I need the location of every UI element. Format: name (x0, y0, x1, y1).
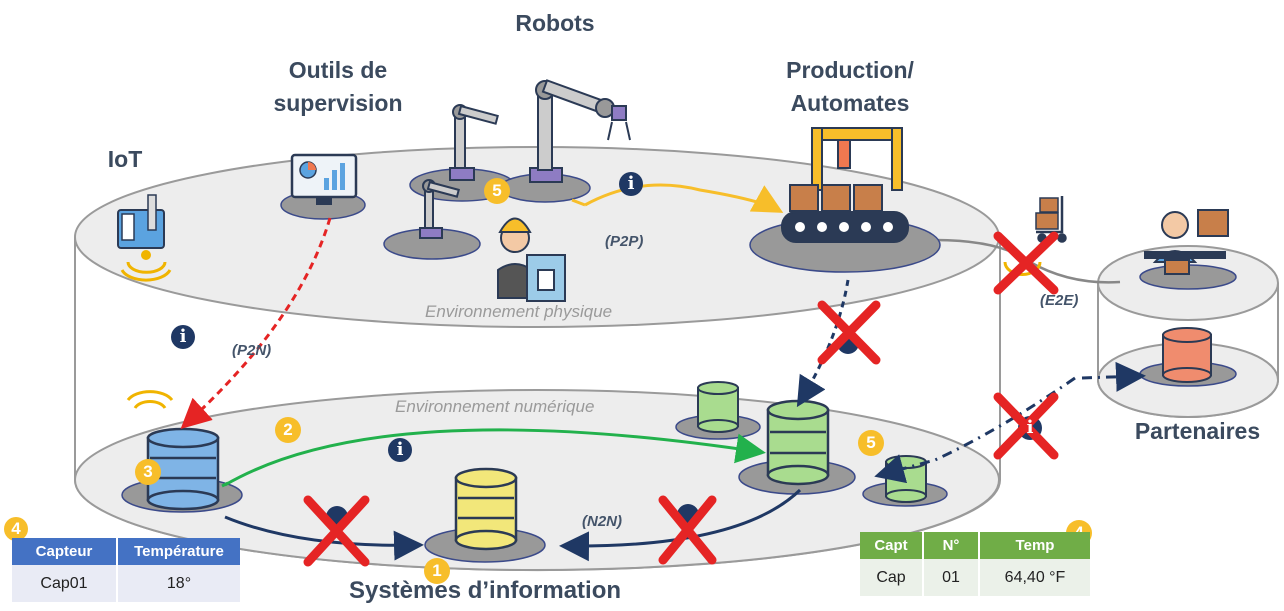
p2p-arrow-start (571, 198, 586, 207)
production-db-arrow (796, 279, 850, 408)
info-icon-p2n (171, 325, 195, 349)
wireless-signal-icon (126, 390, 174, 409)
table-cell-num: 01 (923, 559, 980, 596)
label-p2p: (P2P) (605, 233, 644, 250)
table-cell-temperature: 18° (117, 565, 240, 602)
blocked-cross-e2e (993, 231, 1059, 295)
table-cell-capteur: Cap01 (12, 565, 118, 602)
badge-si: 1 (424, 558, 450, 584)
badge-green-top: 2 (275, 417, 301, 443)
badge-green-right: 5 (858, 430, 884, 456)
badge-blue-db: 3 (135, 459, 161, 485)
blocked-cross-production (817, 300, 881, 365)
info-glyph: i (179, 326, 187, 347)
blocked-cross-partner (993, 392, 1059, 460)
green-arrow (224, 428, 766, 487)
partner-db-arrow-right (1081, 361, 1146, 392)
label-iot: IoT (107, 146, 143, 172)
info-glyph: i (396, 439, 404, 460)
sensor-table-celsius: Capteur Température Cap01 18° (12, 538, 240, 602)
green-small-db-icon (697, 381, 739, 433)
p2n-arrow (180, 217, 332, 430)
info-icon-green (388, 438, 412, 462)
label-robots: Robots (515, 10, 595, 36)
n2n-arrow-right (559, 488, 802, 562)
badge-table-left: 4 (4, 517, 28, 541)
table-header-temperature: Température (117, 538, 240, 565)
table-cell-temp: 64,40 °F (979, 559, 1090, 596)
info-glyph: i (1026, 417, 1034, 438)
label-partenaires: Partenaires (1134, 418, 1261, 444)
conveyor-icon (781, 127, 909, 243)
label-production: Production/ Automates (786, 57, 914, 116)
table-header-capteur: Capteur (12, 538, 118, 565)
blocked-cross-n2n-left (303, 495, 370, 567)
blocked-cross-n2n-right (658, 495, 717, 565)
iot-icon (117, 194, 172, 282)
label-systemes: Systèmes d’information (348, 577, 622, 604)
worker-icon (497, 217, 566, 302)
robot-arm-icon (419, 79, 631, 239)
label-e2e: (E2E) (1040, 292, 1079, 309)
table-header-capt: Capt (860, 532, 924, 559)
p2p-arrow (584, 183, 784, 213)
sensor-table-fahrenheit: Capt N° Temp Cap 01 64,40 °F (860, 532, 1090, 596)
label-env-numerique: Environnement numérique (395, 397, 595, 416)
delivery-cart-icon (1035, 196, 1067, 243)
info-icon-p2p (619, 172, 643, 196)
monitor-icon (290, 153, 358, 205)
info-glyph: i (627, 173, 635, 194)
label-p2n: (P2N) (232, 342, 272, 359)
table-cell-capt: Cap (860, 559, 924, 596)
blue-db-icon (146, 427, 220, 511)
partner-db-icon (1162, 327, 1212, 383)
label-env-physique: Environnement physique (425, 302, 613, 321)
label-n2n: (N2N) (582, 513, 622, 530)
partner-person-icon (1144, 209, 1229, 275)
si-db-icon (454, 467, 518, 551)
n2n-arrow-left (224, 515, 424, 561)
table-header-num: N° (923, 532, 980, 559)
wireless-icon (1003, 261, 1042, 276)
green-db-icon (766, 399, 830, 486)
label-outils: Outils de supervision (273, 57, 403, 116)
table-header-temp: Temp (979, 532, 1090, 559)
badge-robots: 5 (484, 178, 510, 204)
